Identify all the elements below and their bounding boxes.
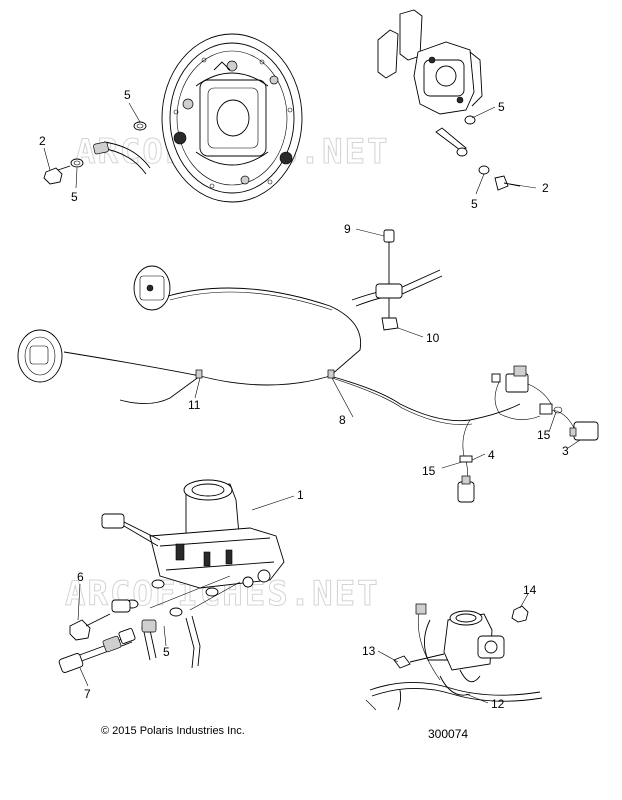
brake-caliper-assembly (377, 9, 521, 191)
callout-7: 7 (84, 687, 91, 701)
master-cylinder-assembly (58, 479, 285, 673)
callout-2-caliper: 2 (542, 181, 549, 195)
callout-5-left-washer: 5 (71, 190, 78, 204)
leader-lines (43, 102, 581, 704)
copyright-notice: © 2015 Polaris Industries Inc. (101, 725, 245, 737)
callout-2-top-left: 2 (39, 134, 46, 148)
callout-15-left: 15 (422, 464, 436, 478)
callout-13: 13 (362, 644, 376, 658)
callout-5-master-cylinder: 5 (163, 645, 170, 659)
callout-5-top-left: 5 (124, 88, 131, 102)
callout-12: 12 (491, 697, 505, 711)
callout-10: 10 (426, 331, 440, 345)
brake-line-assembly (17, 229, 599, 503)
callout-5-caliper-washer: 5 (471, 197, 478, 211)
callout-8: 8 (339, 413, 346, 427)
brake-backing-plate (161, 33, 303, 203)
callout-5-caliper: 5 (498, 100, 505, 114)
callout-1: 1 (297, 488, 304, 502)
left-brake-hose-fittings (43, 121, 151, 185)
drawing-number: 300074 (428, 727, 469, 741)
callout-15-right: 15 (537, 428, 551, 442)
callout-9: 9 (344, 222, 351, 236)
brake-junction-assembly (365, 603, 543, 711)
callout-4: 4 (488, 448, 495, 462)
callout-14: 14 (523, 583, 537, 597)
callout-11: 11 (188, 398, 201, 412)
callout-3: 3 (562, 444, 569, 458)
callout-6: 6 (77, 570, 84, 584)
